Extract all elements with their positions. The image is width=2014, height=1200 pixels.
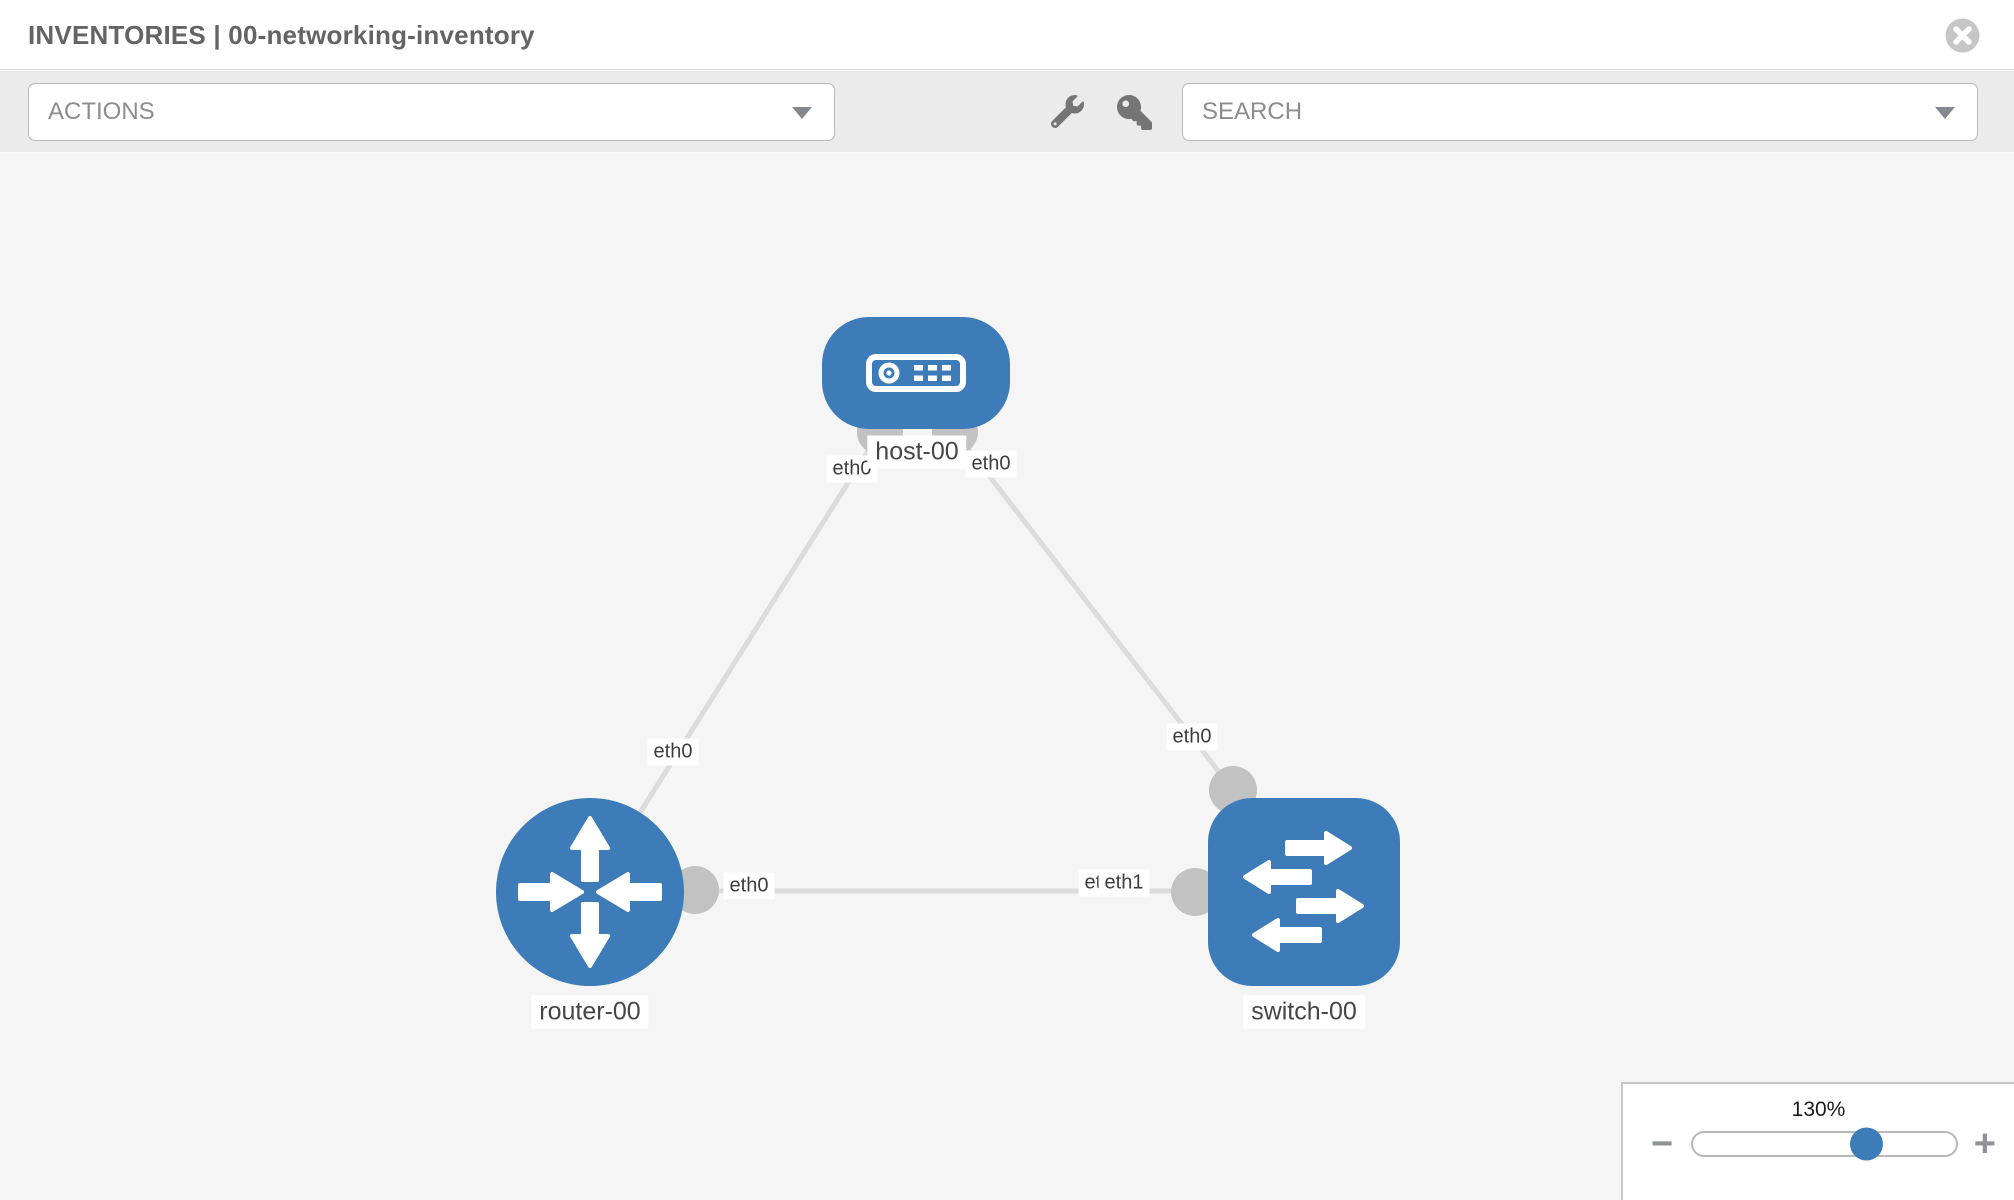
zoom-slider-track[interactable] — [1691, 1127, 1958, 1161]
interface-label: eth1 — [1098, 869, 1150, 897]
interface-label: eth0 — [723, 872, 775, 900]
toolbar: ACTIONS SEARCH — [0, 71, 2014, 154]
topology-canvas[interactable]: eth0 eth0 eth0 eth0 eth0 eth0 eth1 host-… — [0, 154, 2014, 1200]
node-label-host: host-00 — [867, 435, 967, 469]
host-icon — [866, 354, 966, 392]
tools-button[interactable] — [1050, 94, 1084, 133]
page-title: INVENTORIES | 00-networking-inventory — [28, 20, 535, 50]
actions-dropdown[interactable]: ACTIONS — [28, 83, 835, 141]
actions-dropdown-label: ACTIONS — [48, 98, 155, 125]
topology-graph — [496, 317, 1400, 986]
key-icon — [1117, 95, 1152, 130]
chevron-down-icon — [1935, 107, 1955, 119]
header: INVENTORIES | 00-networking-inventory — [0, 0, 2014, 70]
topology-links — [587, 430, 1235, 894]
node-switch-00[interactable] — [1208, 798, 1400, 986]
search-label: SEARCH — [1202, 98, 1303, 125]
close-icon — [1945, 18, 1980, 53]
node-label-router: router-00 — [531, 995, 649, 1029]
node-host-00[interactable] — [822, 317, 1010, 429]
search-dropdown[interactable]: SEARCH — [1182, 83, 1978, 141]
node-router-00[interactable] — [496, 798, 684, 986]
node-label-switch: switch-00 — [1243, 995, 1365, 1029]
port-switch-left-icon — [1171, 868, 1219, 916]
interface-label: eth0 — [965, 450, 1017, 478]
chevron-down-icon — [792, 107, 812, 119]
switch-icon — [1243, 831, 1364, 952]
interface-label: eth0 — [1166, 723, 1218, 751]
interface-ports — [671, 409, 1257, 916]
zoom-panel: 130% − + — [1621, 1082, 2014, 1200]
zoom-out-button[interactable]: − — [1651, 1123, 1674, 1165]
router-icon — [518, 816, 662, 968]
interface-label: eth0 — [647, 738, 699, 766]
wrench-icon — [1050, 94, 1084, 129]
zoom-in-button[interactable]: + — [1973, 1123, 1996, 1165]
credentials-button[interactable] — [1117, 95, 1152, 135]
close-button[interactable] — [1945, 18, 1980, 53]
zoom-slider-knob[interactable] — [1850, 1127, 1883, 1161]
zoom-level: 130% — [1791, 1098, 1846, 1121]
